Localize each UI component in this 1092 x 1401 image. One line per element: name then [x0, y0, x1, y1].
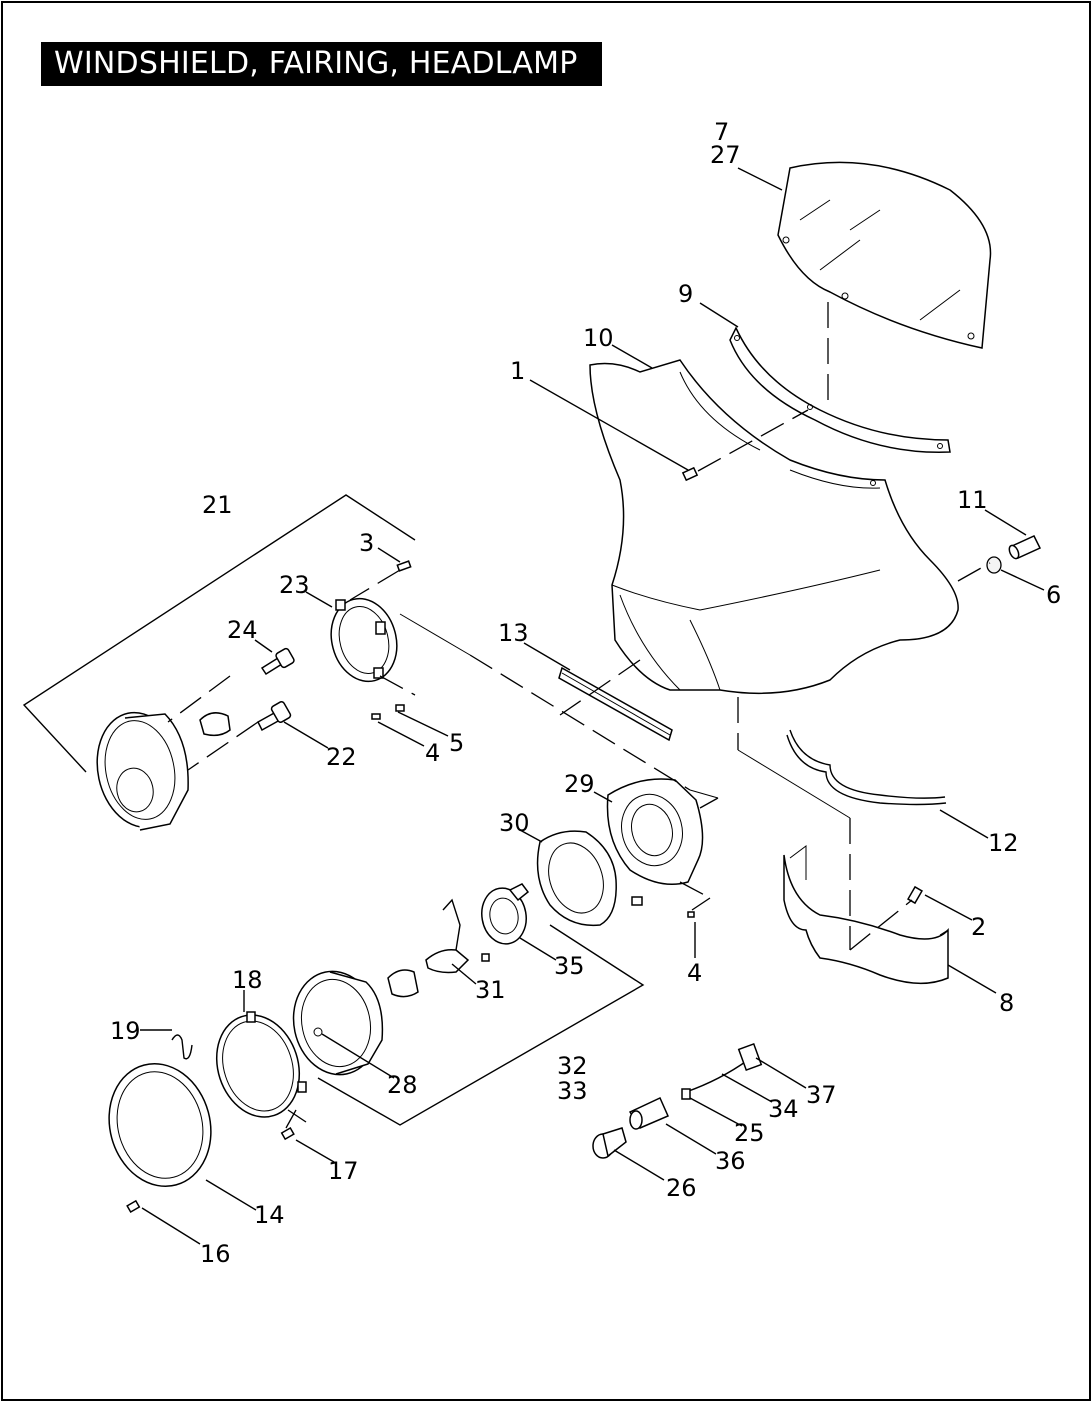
callout-34: 34 [768, 1095, 799, 1123]
callout-4-lower: 4 [687, 959, 702, 987]
callout-28: 28 [387, 1071, 418, 1099]
harness-34 [681, 1059, 749, 1100]
bracket-8 [783, 845, 949, 985]
trim-strip-12 [786, 729, 947, 806]
bezel-30 [536, 830, 617, 927]
retaining-ring-18 [215, 1011, 307, 1118]
callout-4-upper: 4 [425, 739, 440, 767]
callout-21: 21 [202, 491, 233, 519]
callout-18: 18 [232, 966, 263, 994]
socket-36 [628, 1096, 669, 1130]
screw-16 [126, 1199, 141, 1213]
callout-1: 1 [510, 357, 525, 385]
connector-37 [737, 1042, 763, 1072]
group-bracket-21 [22, 494, 416, 773]
bulb-31 [425, 898, 490, 974]
screw-2 [907, 885, 923, 905]
socket-2 [387, 969, 419, 998]
trim-strip-13 [558, 666, 673, 742]
retaining-ring-23 [330, 597, 398, 683]
callout-5: 5 [449, 729, 464, 757]
page-title: WINDSHIELD, FAIRING, HEADLAMP [41, 42, 602, 86]
assembly-lines [167, 302, 991, 1129]
callout-33: 33 [557, 1077, 588, 1105]
screw-3 [396, 560, 412, 572]
callout-36: 36 [715, 1147, 746, 1175]
callout-3: 3 [359, 529, 374, 557]
headlamp-21 [96, 711, 189, 831]
leader-lines [140, 167, 1045, 1245]
trim-ring-14 [108, 1062, 212, 1188]
callout-17: 17 [328, 1157, 359, 1185]
screw-4-upper [371, 713, 381, 720]
callout-27: 27 [710, 141, 741, 169]
socket [199, 712, 231, 737]
spring-19 [171, 1034, 193, 1060]
callout-13: 13 [498, 619, 529, 647]
headlamp-housing-29 [606, 778, 704, 906]
callout-22: 22 [326, 743, 357, 771]
callout-10: 10 [583, 324, 614, 352]
fairing [589, 359, 959, 695]
callout-24: 24 [227, 616, 258, 644]
knurled-nut-6 [986, 556, 1002, 574]
bulb-22 [257, 701, 292, 732]
callout-30: 30 [499, 809, 530, 837]
mount-bolt-11 [1008, 535, 1042, 560]
callout-31: 31 [475, 976, 506, 1004]
windshield-trim [729, 326, 951, 453]
callout-16: 16 [200, 1240, 231, 1268]
screw-1 [681, 466, 699, 482]
callout-7: 7 [714, 118, 729, 146]
screw-4-lower [687, 911, 695, 918]
callout-14: 14 [254, 1201, 285, 1229]
reflector-35 [481, 883, 530, 945]
callout-9: 9 [678, 280, 693, 308]
screw-17 [280, 1127, 295, 1141]
callout-35: 35 [554, 952, 585, 980]
callout-25: 25 [734, 1119, 765, 1147]
callout-12: 12 [988, 829, 1019, 857]
callout-26: 26 [666, 1174, 697, 1202]
callout-labels: 7 27 9 10 1 11 6 13 12 2 8 4 21 3 23 24 … [110, 118, 1061, 1268]
bulb-24 [260, 647, 295, 676]
callout-37: 37 [806, 1081, 837, 1109]
group-bracket-32-33 [317, 924, 645, 1126]
callout-8: 8 [999, 989, 1014, 1017]
callout-6: 6 [1046, 581, 1061, 609]
screw-5 [395, 704, 405, 712]
sealed-beam-28 [292, 970, 384, 1076]
callout-2: 2 [971, 913, 986, 941]
windshield [777, 161, 992, 349]
callout-23: 23 [279, 571, 310, 599]
callout-29: 29 [564, 770, 595, 798]
bulb-26 [592, 1127, 627, 1159]
callout-19: 19 [110, 1017, 141, 1045]
callout-32: 32 [557, 1052, 588, 1080]
callout-11: 11 [957, 486, 988, 514]
